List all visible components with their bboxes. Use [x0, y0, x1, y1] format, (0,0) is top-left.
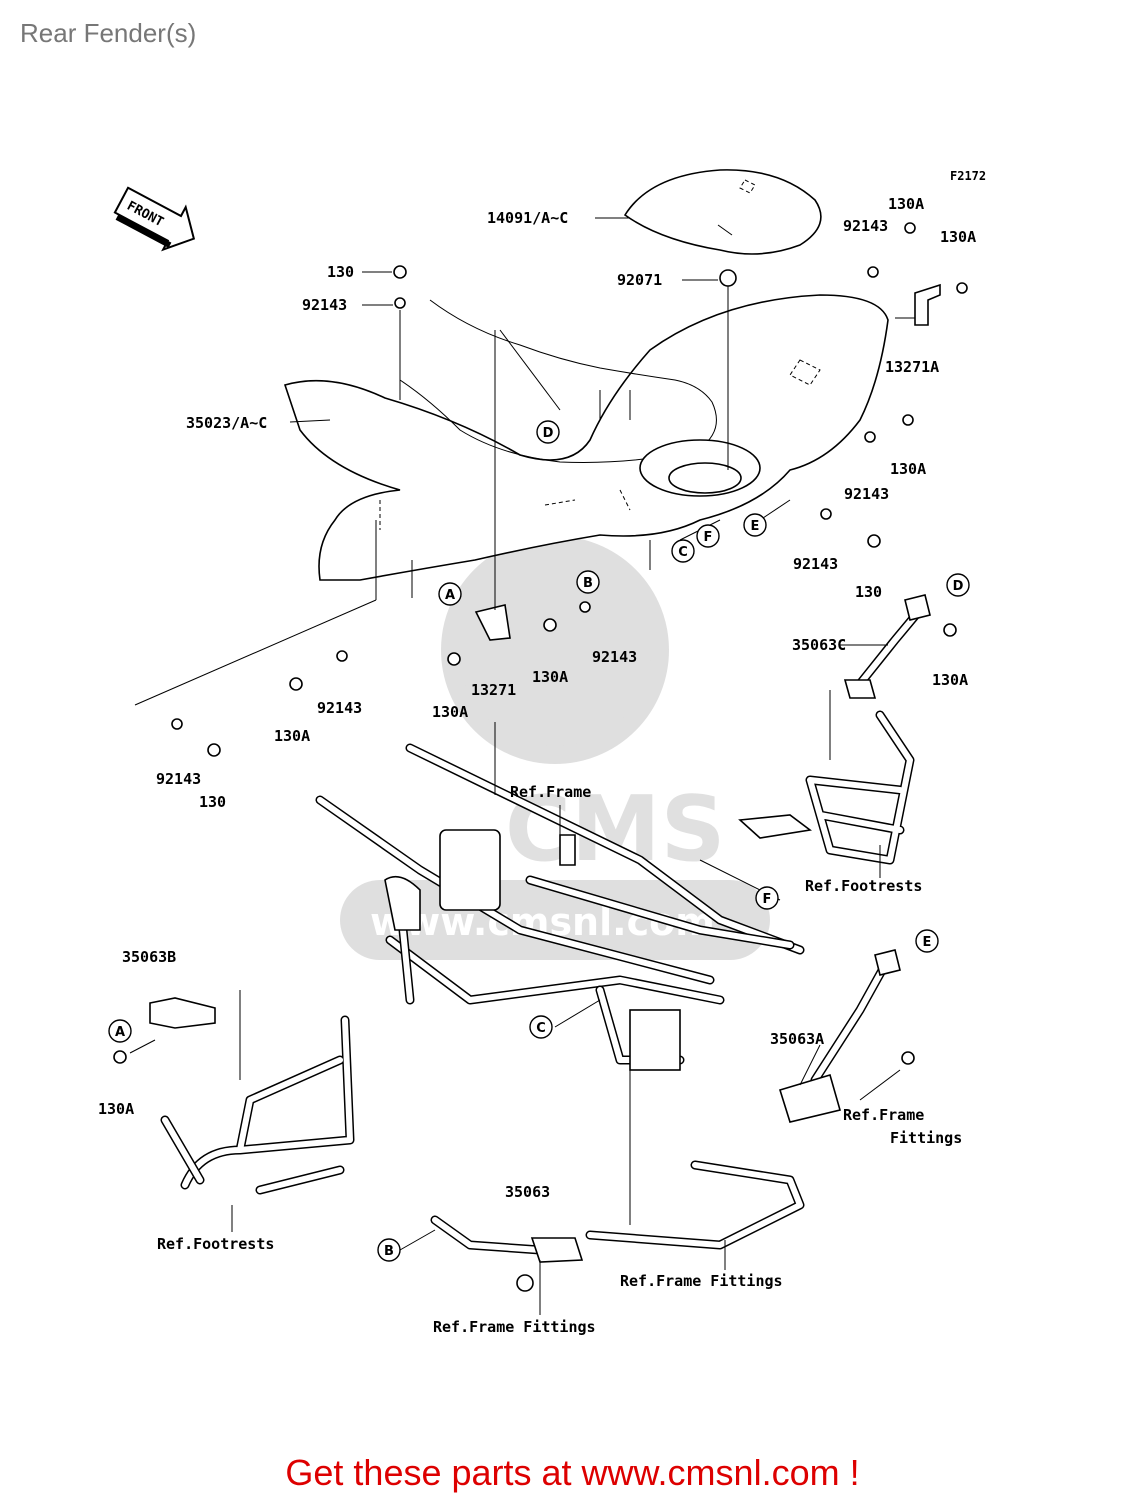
label-130-ll: 130	[199, 793, 226, 811]
ref-footrests-right-label: Ref.Footrests	[805, 877, 922, 895]
callout-B-upper: B	[576, 570, 600, 594]
label-13271: 13271	[471, 681, 516, 699]
label-130A-tr1: 130A	[888, 195, 924, 213]
callout-C-upper: C	[671, 539, 695, 563]
label-92143-r2: 92143	[793, 555, 838, 573]
frame-fittings-part	[585, 1160, 805, 1250]
label-130A-tr2: 130A	[940, 228, 976, 246]
label-130A-c: 130A	[932, 671, 968, 689]
ref-frame-fittings-1b: Fittings	[890, 1129, 962, 1147]
label-14091: 14091/A~C	[487, 209, 568, 227]
label-92143-r: 92143	[844, 485, 889, 503]
diagram-code: F2172	[950, 169, 986, 183]
label-130-r: 130	[855, 583, 882, 601]
label-92143-tr: 92143	[843, 217, 888, 235]
callout-D-upper: D	[536, 420, 560, 444]
reference-labels: Ref.Frame Ref.Footrests Ref.Footrests Re…	[157, 783, 962, 1336]
callout-B-lower: B	[377, 1238, 401, 1262]
exploded-parts-diagram: CMS www.cmsnl.com F2172 FRONT	[98, 169, 986, 1336]
label-130A-mid2: 130A	[432, 703, 468, 721]
label-92143-ll: 92143	[156, 770, 201, 788]
callout-F-upper: F	[696, 524, 720, 548]
leader-lines	[129, 217, 915, 1315]
svg-text:F: F	[763, 892, 772, 907]
label-35063: 35063	[505, 1183, 550, 1201]
part-labels: 14091/A~C 92071 130 92143 35023/A~C 130A…	[98, 195, 976, 1201]
label-130-top: 130	[327, 263, 354, 281]
callout-E-lower: E	[915, 929, 939, 953]
callout-A-lower: A	[108, 1019, 132, 1043]
svg-text:B: B	[583, 576, 593, 591]
ref-frame-label: Ref.Frame	[510, 783, 591, 801]
ref-frame-fittings-3: Ref.Frame Fittings	[433, 1318, 596, 1336]
label-92071: 92071	[617, 271, 662, 289]
bracket-35063C-part	[843, 594, 931, 699]
footrest-right-part	[738, 710, 915, 865]
seat-cover-part	[623, 169, 822, 255]
svg-text:C: C	[536, 1021, 546, 1036]
bracket-35063A-part	[778, 949, 901, 1123]
footrest-left-part	[160, 1015, 355, 1195]
label-130A-b: 130A	[98, 1100, 134, 1118]
svg-text:A: A	[115, 1025, 125, 1040]
promo-banner-link[interactable]: Get these parts at www.cmsnl.com !	[285, 1452, 860, 1493]
bracket-35063B-part	[149, 997, 216, 1029]
callout-E-upper: E	[743, 513, 767, 537]
label-35063C: 35063C	[792, 636, 846, 654]
fasteners	[113, 222, 968, 1292]
watermark-brand: CMS	[505, 777, 725, 882]
callout-D-lower: D	[946, 573, 970, 597]
svg-text:D: D	[543, 426, 554, 441]
label-35063B: 35063B	[122, 948, 176, 966]
front-arrow-icon: FRONT	[113, 186, 196, 252]
svg-text:B: B	[384, 1244, 394, 1259]
bracket-35063-part	[430, 1215, 584, 1263]
label-35023: 35023/A~C	[186, 414, 267, 432]
svg-text:E: E	[751, 519, 760, 534]
label-130A-left: 130A	[274, 727, 310, 745]
frame-part	[315, 743, 805, 1071]
label-130A-mid: 130A	[532, 668, 568, 686]
label-92143-top: 92143	[302, 296, 347, 314]
label-35063A: 35063A	[770, 1030, 824, 1048]
ref-footrests-left-label: Ref.Footrests	[157, 1235, 274, 1253]
connection-callouts: D E F C B A D F	[108, 420, 970, 1262]
bracket-13271A-part	[914, 283, 941, 326]
callout-F-lower: F	[755, 886, 779, 910]
label-13271A: 13271A	[885, 358, 939, 376]
svg-text:E: E	[923, 935, 932, 950]
svg-text:A: A	[445, 588, 455, 603]
ref-frame-fittings-2: Ref.Frame Fittings	[620, 1272, 783, 1290]
svg-text:F: F	[704, 530, 713, 545]
svg-text:C: C	[678, 545, 688, 560]
label-92143-mid: 92143	[592, 648, 637, 666]
callout-C-lower: C	[529, 1015, 553, 1039]
label-130A-r: 130A	[890, 460, 926, 478]
callout-A-upper: A	[438, 582, 462, 606]
page-title: Rear Fender(s)	[20, 18, 197, 48]
label-92143-left: 92143	[317, 699, 362, 717]
grommet-part	[719, 269, 737, 287]
rear-fender-part	[283, 294, 889, 581]
ref-frame-fittings-1a: Ref.Frame	[843, 1106, 924, 1124]
svg-text:D: D	[953, 579, 964, 594]
